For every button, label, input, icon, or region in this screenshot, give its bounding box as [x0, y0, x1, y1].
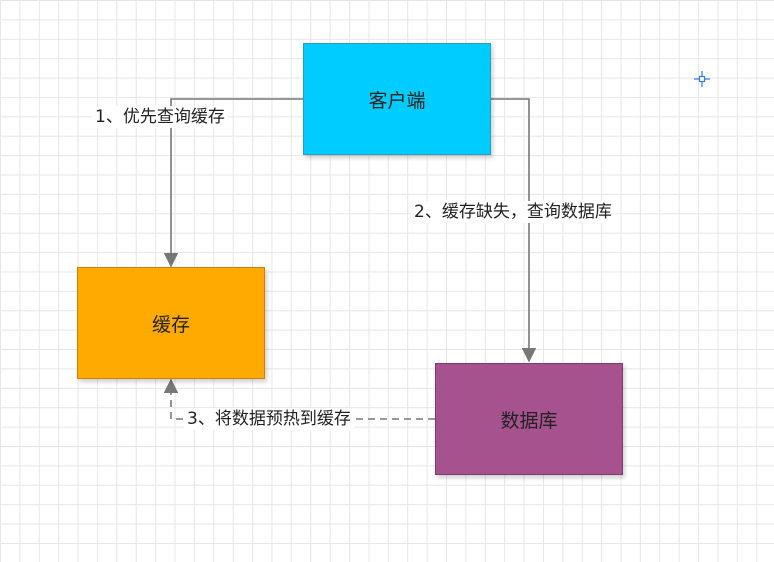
edge-label-step2: 2、缓存缺失，查询数据库 [411, 201, 615, 223]
database-node[interactable]: 数据库 [435, 363, 623, 475]
edge-client-to-database[interactable] [491, 98, 537, 363]
crosshair-icon [694, 71, 710, 87]
edge-client-to-cache[interactable] [163, 98, 303, 268]
edge-label-step3: 3、将数据预热到缓存 [184, 408, 354, 430]
database-node-label: 数据库 [500, 409, 558, 432]
edge-label-step1: 1、优先查询缓存 [92, 106, 228, 128]
client-node[interactable]: 客户端 [303, 43, 491, 155]
cache-node[interactable]: 缓存 [77, 267, 265, 379]
client-node-label: 客户端 [368, 89, 426, 112]
cache-node-label: 缓存 [151, 313, 190, 336]
